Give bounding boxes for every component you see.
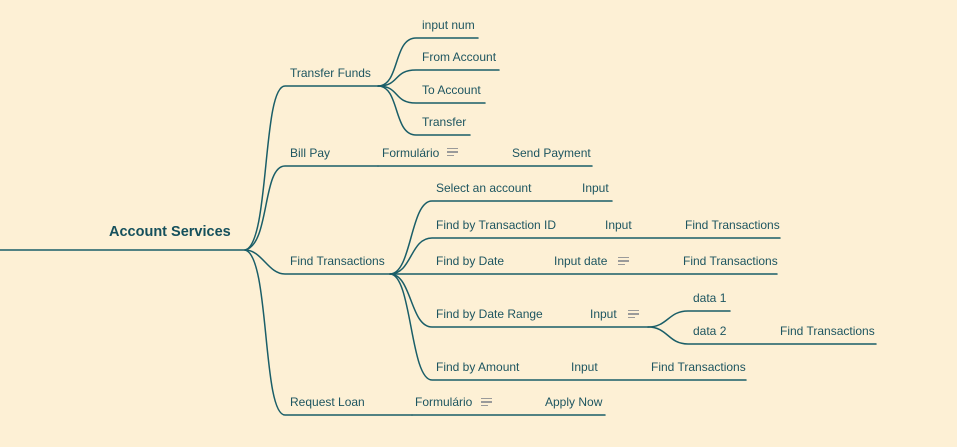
connector-find-by-range	[389, 273, 649, 328]
node-transfer[interactable]: Transfer	[422, 115, 467, 129]
node-range-find-transactions[interactable]: Find Transactions	[780, 324, 875, 338]
connector-from-account	[377, 69, 500, 87]
notes-icon[interactable]	[481, 398, 492, 406]
connector-bill-pay	[244, 165, 379, 251]
connector-data-2	[647, 326, 877, 345]
node-bill-pay[interactable]: Bill Pay	[290, 146, 331, 160]
node-find-by-date[interactable]: Find by Date	[436, 254, 505, 268]
node-select-account[interactable]: Select an account	[436, 181, 532, 195]
connector-data-1	[647, 310, 731, 328]
node-find-by-range[interactable]: Find by Date Range	[436, 307, 543, 321]
connector-input-num	[377, 37, 479, 87]
connector-find-by-id	[389, 237, 781, 275]
node-amount-input[interactable]: Input	[571, 360, 598, 374]
node-find-by-id[interactable]: Find by Transaction ID	[436, 218, 557, 232]
node-apply-now[interactable]: Apply Now	[545, 395, 603, 409]
node-loan-formulario[interactable]: Formulário	[415, 395, 473, 409]
node-id-find-transactions[interactable]: Find Transactions	[685, 218, 780, 232]
node-input-num[interactable]: input num	[422, 18, 475, 32]
node-request-loan[interactable]: Request Loan	[290, 395, 365, 409]
connector-request-loan	[244, 249, 413, 416]
node-date-input[interactable]: Input date	[554, 254, 608, 268]
notes-icon[interactable]	[447, 148, 458, 156]
node-amount-find-transactions[interactable]: Find Transactions	[651, 360, 746, 374]
node-find-by-amount[interactable]: Find by Amount	[436, 360, 520, 374]
connector-select-account	[389, 200, 613, 275]
notes-icon[interactable]	[628, 310, 639, 318]
node-from-account[interactable]: From Account	[422, 50, 497, 64]
node-transfer-funds[interactable]: Transfer Funds	[290, 66, 371, 80]
node-range-input[interactable]: Input	[590, 307, 617, 321]
node-id-input[interactable]: Input	[605, 218, 632, 232]
node-send-payment[interactable]: Send Payment	[512, 146, 591, 160]
node-select-input[interactable]: Input	[582, 181, 609, 195]
node-to-account[interactable]: To Account	[422, 83, 481, 97]
node-find-transactions[interactable]: Find Transactions	[290, 254, 385, 268]
connector-transfer-funds	[244, 85, 379, 251]
node-range-data-1[interactable]: data 1	[693, 291, 727, 305]
node-range-data-2[interactable]: data 2	[693, 324, 727, 338]
node-date-find-transactions[interactable]: Find Transactions	[683, 254, 778, 268]
node-bill-formulario[interactable]: Formulário	[382, 146, 440, 160]
connector-find-by-amount	[389, 273, 747, 381]
connector-transfer	[377, 85, 471, 136]
root-node-label[interactable]: Account Services	[109, 224, 231, 240]
connector-find-transactions	[244, 249, 391, 275]
notes-icon[interactable]	[618, 257, 629, 265]
